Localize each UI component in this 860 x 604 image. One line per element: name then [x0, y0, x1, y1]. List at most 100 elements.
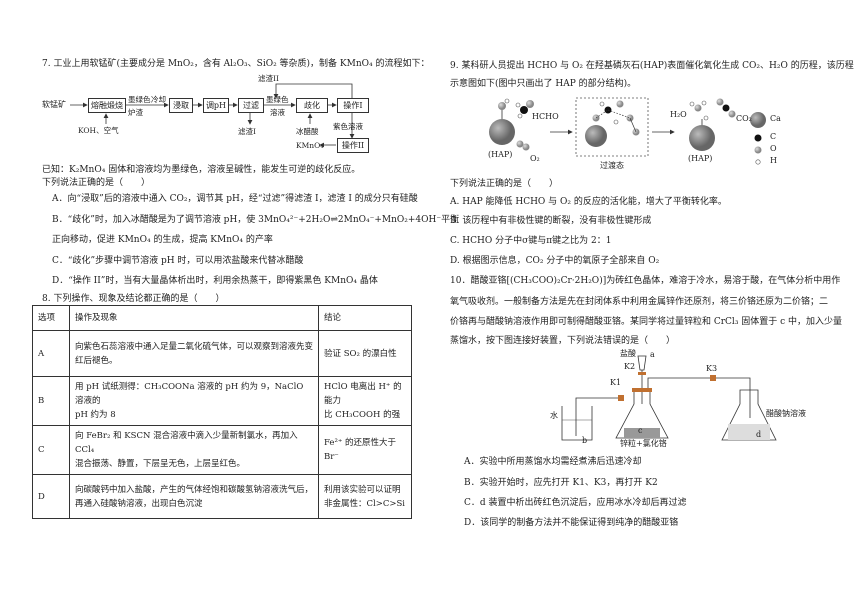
flow-label-5: 墨绿色	[266, 95, 289, 104]
apparatus-b-label: b	[582, 436, 588, 445]
flow-box-filter: 过滤	[238, 98, 264, 113]
flow-box-calcine: 熔融煅烧	[88, 98, 126, 113]
apparatus-water-label: 水	[550, 411, 558, 420]
operation-line: 混合振荡、静置，下层呈无色，上层呈红色。	[75, 459, 246, 469]
operation-line: 再通入硅酸钠溶液，出现白色沉淀	[75, 498, 203, 509]
legend-ca: Ca	[770, 114, 781, 123]
table-cell-operation: 用 pH 试纸测得：CH₃COONa 溶液的 pH 约为 9，NaClO 溶液的…	[69, 376, 319, 426]
table-row: A 向紫色石蕊溶液中通入足量二氧化硫气体，可以观察到溶液先变红后褪色。 验证 S…	[32, 330, 412, 377]
q9-option-c: C. HCHO 分子中σ键与π键之比为 2：1	[450, 236, 612, 246]
table-cell-conclusion: 验证 SO₂ 的漂白性	[318, 330, 412, 377]
flow-below-op1: 紫色溶液	[333, 122, 363, 131]
conclusion-line: 非金属性：Cl>C>Si	[324, 498, 406, 509]
q10-apparatus-figure: 盐酸 a K2 K1 K3 水 b c d 锌粒+氯化铬 醋酸钠溶液	[550, 348, 810, 448]
q10-option-b: B．实验开始时，应先打开 K1、K3，再打开 K2	[464, 478, 658, 488]
table-header: 操作及现象	[69, 305, 319, 331]
table-row: B 用 pH 试纸测得：CH₃COONa 溶液的 pH 约为 9，NaClO 溶…	[32, 376, 412, 426]
apparatus-acid-label: 盐酸	[620, 349, 636, 358]
q9-stem-line2: 示意图如下(图中只画出了 HAP 的部分结构)。	[450, 79, 637, 89]
flow-box-ph: 调pH	[203, 98, 229, 113]
q7-flowchart: 滤渣II 软锰矿 熔融煅烧 KOH、空气 墨绿色 炉渣 冷却 浸取 调pH 过滤…	[30, 72, 420, 160]
fig-co2-label: CO₂	[736, 114, 752, 123]
q8-table: 选项 操作及现象 结论 A 向紫色石蕊溶液中通入足量二氧化硫气体，可以观察到溶液…	[32, 305, 412, 519]
q7-option-b: B．“歧化”时，加入冰醋酸是为了调节溶液 pH，使 3MnO₄²⁻+2H₂O⇌2…	[52, 215, 460, 225]
q8-stem: 8. 下列操作、现象及结论都正确的是（ ）	[42, 294, 225, 304]
table-cell-conclusion: HClO 电离出 H⁺ 的能力比 CH₃COOH 的强	[318, 376, 412, 426]
table-cell-option: A	[32, 330, 70, 377]
table-cell-conclusion: Fe²⁺ 的还原性大于 Br⁻	[318, 425, 412, 475]
operation-line: 向紫色石蕊溶液中通入足量二氧化硫气体，可以观察到溶液先变	[75, 341, 314, 352]
apparatus-svg	[561, 355, 777, 441]
table-cell-option: C	[32, 425, 70, 475]
operation-line: 红后褪色。	[75, 355, 118, 366]
flow-box-op2: 操作II	[337, 138, 369, 153]
apparatus-d-label: d	[756, 430, 762, 439]
right-column: 9. 某科研人员提出 HCHO 与 O₂ 在羟基磷灰石(HAP)表面催化氧化生成…	[450, 0, 854, 604]
flow-product: KMnO₄	[296, 141, 324, 150]
table-header: 结论	[318, 305, 412, 331]
table-cell-option: B	[32, 376, 70, 426]
q7-option-c: C．“歧化”步骤中调节溶液 pH 时，可以用浓盐酸来代替冰醋酸	[52, 256, 304, 266]
apparatus-zn-label: 锌粒+氯化铬	[620, 439, 667, 448]
left-column: 7. 工业上用软锰矿(主要成分是 MnO₂，含有 Al₂O₃、SiO₂ 等杂质)…	[30, 0, 459, 604]
flow-below-start: KOH、空气	[78, 126, 119, 135]
apparatus-k2-label: K2	[624, 362, 636, 371]
q10-option-d: D．该同学的制备方法并不能保证得到纯净的醋酸亚铬	[464, 518, 679, 528]
conclusion-line: 比 CH₃COOH 的强	[324, 410, 401, 420]
q10-line1: 10．醋酸亚铬[(CH₃COO)₂Cr·2H₂O)]为砖红色晶体，难溶于冷水，易…	[450, 276, 841, 286]
flow-box-leach: 浸取	[169, 98, 193, 113]
q9-mechanism-figure: HCHO (HAP) O₂ 过渡态 H₂O CO₂ (HAP) Ca C O H	[480, 92, 810, 172]
q7-option-b-cont: 正向移动，促进 KMnO₄ 的生成，提高 KMnO₄ 的产率	[52, 235, 273, 245]
flow-box-op1: 操作I	[337, 98, 369, 113]
table-row: C 向 FeBr₂ 和 KSCN 混合溶液中滴入少量新制氯水，再加入 CCl₄ 混…	[32, 425, 412, 475]
q10-option-c: C．d 装置中析出砖红色沉淀后，应用冰水冷却后再过滤	[464, 498, 687, 508]
fig-ts-label: 过渡态	[600, 161, 624, 170]
q9-stem-line1: 9. 某科研人员提出 HCHO 与 O₂ 在羟基磷灰石(HAP)表面催化氧化生成…	[450, 61, 854, 71]
apparatus-naac-label: 醋酸钠溶液	[766, 409, 806, 418]
fig-hcho-label: HCHO	[532, 112, 559, 121]
operation-line: 向碳酸钙中加入盐酸，产生的气体经饱和碳酸氢钠溶液洗气后，	[75, 484, 314, 495]
conclusion-line: 利用该实验可以证明	[324, 484, 401, 495]
apparatus-c-label: c	[638, 426, 643, 435]
operation-line: 向 FeBr₂ 和 KSCN 混合溶液中滴入少量新制氯水，再加入 CCl₄	[75, 431, 298, 455]
conclusion-line: HClO 电离出 H⁺ 的能力	[324, 382, 402, 406]
table-header: 选项	[32, 305, 70, 331]
flow-below-disp: 冰醋酸	[296, 127, 319, 136]
fig-hap-label-2: (HAP)	[688, 154, 713, 163]
flow-label-1: 墨绿色	[128, 95, 151, 104]
q7-stem: 7. 工业上用软锰矿(主要成分是 MnO₂，含有 Al₂O₃、SiO₂ 等杂质)…	[42, 59, 430, 69]
flow-box-disproportionation: 歧化	[296, 98, 328, 113]
q7-ask: 下列说法正确的是（ ）	[42, 178, 151, 188]
q9-option-b: B. 该历程中有非极性键的断裂，没有非极性键形成	[450, 216, 652, 226]
fig-hap-label-1: (HAP)	[488, 150, 513, 159]
table-cell-operation: 向碳酸钙中加入盐酸，产生的气体经饱和碳酸氢钠溶液洗气后， 再通入硅酸钠溶液，出现白…	[69, 474, 319, 519]
fig-o2-label: O₂	[530, 154, 540, 163]
apparatus-k1-label: K1	[610, 378, 622, 387]
table-cell-operation: 向 FeBr₂ 和 KSCN 混合溶液中滴入少量新制氯水，再加入 CCl₄ 混合振…	[69, 425, 319, 475]
conclusion-line: Fe²⁺ 的还原性大于 Br⁻	[324, 438, 397, 462]
legend-c: C	[770, 132, 777, 141]
q7-option-d: D．“操作 II”时，当有大量晶体析出时，利用余热蒸干，即得紫黑色 KMnO₄ …	[52, 276, 378, 286]
fig-h2o-label: H₂O	[670, 110, 687, 119]
mechanism-svg	[489, 97, 766, 165]
flow-start: 软锰矿	[42, 100, 66, 109]
table-cell-conclusion: 利用该实验可以证明非金属性：Cl>C>Si	[318, 474, 412, 519]
flow-label-5b: 溶液	[270, 108, 285, 117]
q9-option-a: A. HAP 能降低 HCHO 与 O₂ 的反应的活化能，增大了平衡转化率。	[450, 197, 727, 207]
operation-line: 用 pH 试纸测得：CH₃COONa 溶液的 pH 约为 9，NaClO 溶液的	[75, 382, 304, 406]
q10-line2: 氧气吸收剂。一般制备方法是先在封闭体系中利用金属锌作还原剂，将三价铬还原为二价铬…	[450, 297, 829, 307]
table-row: D 向碳酸钙中加入盐酸，产生的气体经饱和碳酸氢钠溶液洗气后，再通入硅酸钠溶液，出…	[32, 474, 412, 519]
flow-label-1b: 炉渣	[128, 108, 143, 117]
flow-label-2: 冷却	[151, 95, 166, 104]
q9-option-d: D. 根据图示信息，CO₂ 分子中的氧原子全部来自 O₂	[450, 256, 660, 266]
q7-note: 已知：K₂MnO₄ 固体和溶液均为墨绿色，溶液呈碱性，能发生可逆的歧化反应。	[42, 165, 361, 175]
q10-line3: 价铬再与醋酸钠溶液作用即可制得醋酸亚铬。某同学将过量锌粒和 CrCl₃ 固体置于…	[450, 317, 843, 327]
operation-line: pH 约为 8	[75, 410, 116, 420]
table-header-row: 选项 操作及现象 结论	[32, 305, 412, 331]
q10-option-a: A．实验中所用蒸馏水均需经煮沸后迅速冷却	[464, 457, 642, 467]
apparatus-k3-label: K3	[706, 364, 718, 373]
flow-below-filter: 滤渣I	[238, 127, 256, 136]
conclusion-line: 验证 SO₂ 的漂白性	[324, 348, 397, 359]
legend-o: O	[770, 144, 777, 153]
q7-option-a: A．向“浸取”后的溶液中通入 CO₂，调节其 pH，经“过滤”得滤渣 I，滤渣 …	[52, 194, 418, 204]
